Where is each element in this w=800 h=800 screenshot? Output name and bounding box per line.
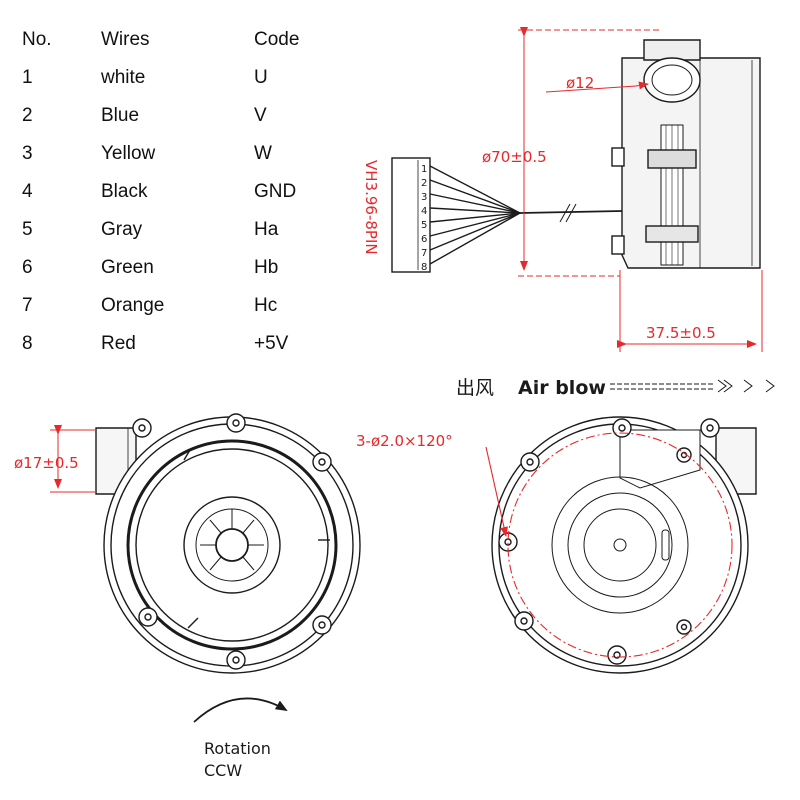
row-wire: Orange bbox=[101, 295, 165, 316]
outlet-diameter-label: ø12 bbox=[566, 74, 594, 92]
back-dimensions bbox=[485, 432, 733, 658]
height-dim-label: ø70±0.5 bbox=[482, 148, 547, 166]
connector-pins: 1 2 3 4 5 6 7 8 bbox=[421, 164, 427, 273]
air-blow-label: Air blow bbox=[518, 377, 606, 399]
row-no: 5 bbox=[22, 219, 33, 240]
pin-label: 6 bbox=[421, 234, 427, 245]
pin-label: 1 bbox=[421, 164, 427, 175]
holes-dim-label: 3-ø2.0×120° bbox=[356, 432, 453, 450]
row-wire: Black bbox=[101, 181, 148, 202]
pin-label: 2 bbox=[421, 178, 427, 189]
row-wire: Red bbox=[101, 333, 136, 354]
row-no: 6 bbox=[22, 257, 33, 278]
row-code: +5V bbox=[254, 333, 289, 354]
row-wire: Blue bbox=[101, 105, 140, 126]
pin-label: 4 bbox=[421, 206, 427, 217]
outlet-dim-label: ø17±0.5 bbox=[14, 454, 79, 472]
row-no: 1 bbox=[22, 67, 33, 88]
pin-label: 5 bbox=[421, 220, 427, 231]
air-blow-chinese: 出风 bbox=[456, 377, 494, 399]
pin-label: 7 bbox=[421, 248, 427, 259]
pin-label: 3 bbox=[421, 192, 427, 203]
back-view bbox=[491, 416, 757, 674]
row-code: Hc bbox=[254, 295, 278, 316]
side-dimensions bbox=[518, 27, 763, 352]
row-code: Ha bbox=[254, 219, 279, 240]
row-no: 4 bbox=[22, 181, 33, 202]
motor-cap bbox=[567, 492, 673, 598]
wire-table: No. Wires Code 1 white U 2 Blue V 3 Yell… bbox=[0, 0, 330, 370]
pin-label: 8 bbox=[421, 262, 427, 273]
front-view bbox=[95, 413, 361, 674]
header-code: Code bbox=[254, 29, 300, 50]
connector-label: VH3.96-8PIN bbox=[362, 160, 380, 255]
rotation-arrow-icon bbox=[193, 697, 288, 723]
rotation-label: Rotation bbox=[204, 739, 271, 758]
connector bbox=[391, 157, 431, 273]
row-wire: white bbox=[101, 67, 146, 88]
bolt-circle bbox=[507, 432, 733, 658]
row-wire: Gray bbox=[101, 219, 143, 240]
row-wire: Green bbox=[101, 257, 154, 278]
row-no: 7 bbox=[22, 295, 33, 316]
inlet-hub bbox=[183, 496, 281, 594]
row-no: 8 bbox=[22, 333, 33, 354]
row-code: V bbox=[254, 105, 267, 126]
nut bbox=[647, 149, 697, 169]
row-code: Hb bbox=[254, 257, 279, 278]
row-wire: Yellow bbox=[101, 143, 156, 164]
row-code: W bbox=[254, 143, 272, 164]
header-no: No. bbox=[22, 29, 52, 50]
side-view bbox=[391, 39, 761, 273]
rotation-direction: CCW bbox=[204, 761, 242, 780]
front-dimensions bbox=[50, 425, 96, 493]
row-no: 2 bbox=[22, 105, 33, 126]
row-code: U bbox=[254, 67, 268, 88]
header-wires: Wires bbox=[101, 29, 150, 50]
row-code: GND bbox=[254, 181, 297, 202]
air-blow-arrow bbox=[610, 379, 775, 393]
depth-dim-label: 37.5±0.5 bbox=[646, 324, 716, 342]
row-no: 3 bbox=[22, 143, 33, 164]
